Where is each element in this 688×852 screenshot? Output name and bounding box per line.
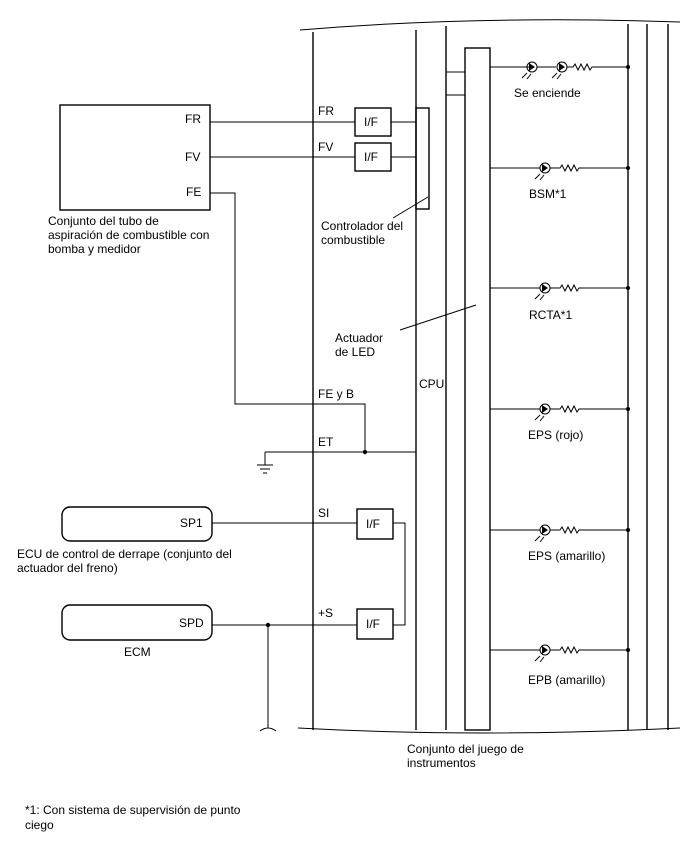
led-actuator-label-1: Actuador (335, 331, 383, 345)
skid-ecu-label-1: ECU de control de derrape (conjunto del (17, 547, 232, 561)
skid-control-ecu-box (61, 506, 213, 542)
footnote-line-2: ciego (25, 818, 54, 832)
ground-icon (257, 452, 273, 474)
pin-label-spd: SPD (179, 616, 204, 630)
indicator-label-rcta: RCTA*1 (529, 308, 572, 322)
meter-pin-et: ET (318, 435, 334, 449)
junction-dot (362, 449, 368, 455)
wire-continuation (259, 727, 277, 732)
fuel-controller-label-1: Controlador del (321, 219, 403, 233)
if-label-s: I/F (366, 617, 380, 631)
indicator-row-se-enciende (490, 61, 630, 80)
ecm-box (61, 604, 213, 641)
pump-assembly-label-3: bomba y medidor (48, 242, 141, 256)
cluster-top-break (299, 19, 681, 31)
if-label-fr: I/F (364, 115, 378, 129)
led-actuator-label-2: de LED (335, 345, 375, 359)
if-box-s (356, 608, 394, 640)
cluster-label-2: instrumentos (407, 756, 476, 770)
fuel-controller-box (415, 107, 430, 210)
pump-assembly-label-2: aspiración de combustible con (48, 228, 209, 242)
indicator-row-bsm (490, 162, 630, 181)
meter-pin-fe-y-b: FE y B (318, 387, 354, 401)
meter-pin-si: SI (318, 506, 329, 520)
pump-assembly-label-1: Conjunto del tubo de (48, 214, 159, 228)
indicator-label-epb-amarillo: EPB (amarillo) (528, 673, 605, 687)
pin-label-sp1: SP1 (180, 516, 203, 530)
cluster-label-1: Conjunto del juego de (407, 742, 524, 756)
pin-label-fv: FV (185, 150, 200, 164)
meter-pin-fv: FV (318, 140, 333, 154)
indicator-row-rcta (490, 282, 630, 301)
if-box-si (356, 508, 394, 540)
pin-label-fe: FE (186, 185, 201, 199)
if-label-fv: I/F (364, 150, 378, 164)
if-label-si: I/F (366, 517, 380, 531)
indicator-label-eps-rojo: EPS (rojo) (528, 428, 583, 442)
indicator-label-eps-amarillo: EPS (amarillo) (528, 549, 605, 563)
meter-pin-fr: FR (318, 104, 334, 118)
cpu-label: CPU (419, 377, 444, 391)
meter-pin-plus-s: +S (318, 606, 333, 620)
indicator-row-eps-rojo (490, 403, 630, 422)
skid-ecu-label-2: actuador del freno) (17, 561, 118, 575)
indicator-row-epb-amarillo (490, 644, 630, 663)
led-actuator-box (464, 47, 491, 731)
cluster-bottom-break (297, 727, 681, 734)
pin-label-fr: FR (185, 112, 201, 126)
indicator-label-bsm: BSM*1 (529, 187, 567, 201)
ecm-label: ECM (124, 645, 151, 659)
indicator-row-eps-amarillo (490, 524, 630, 543)
fuel-controller-label-2: combustible (321, 233, 385, 247)
indicator-label-se-enciende: Se enciende (514, 86, 581, 100)
footnote-line-1: *1: Con sistema de supervisión de punto (25, 803, 241, 817)
